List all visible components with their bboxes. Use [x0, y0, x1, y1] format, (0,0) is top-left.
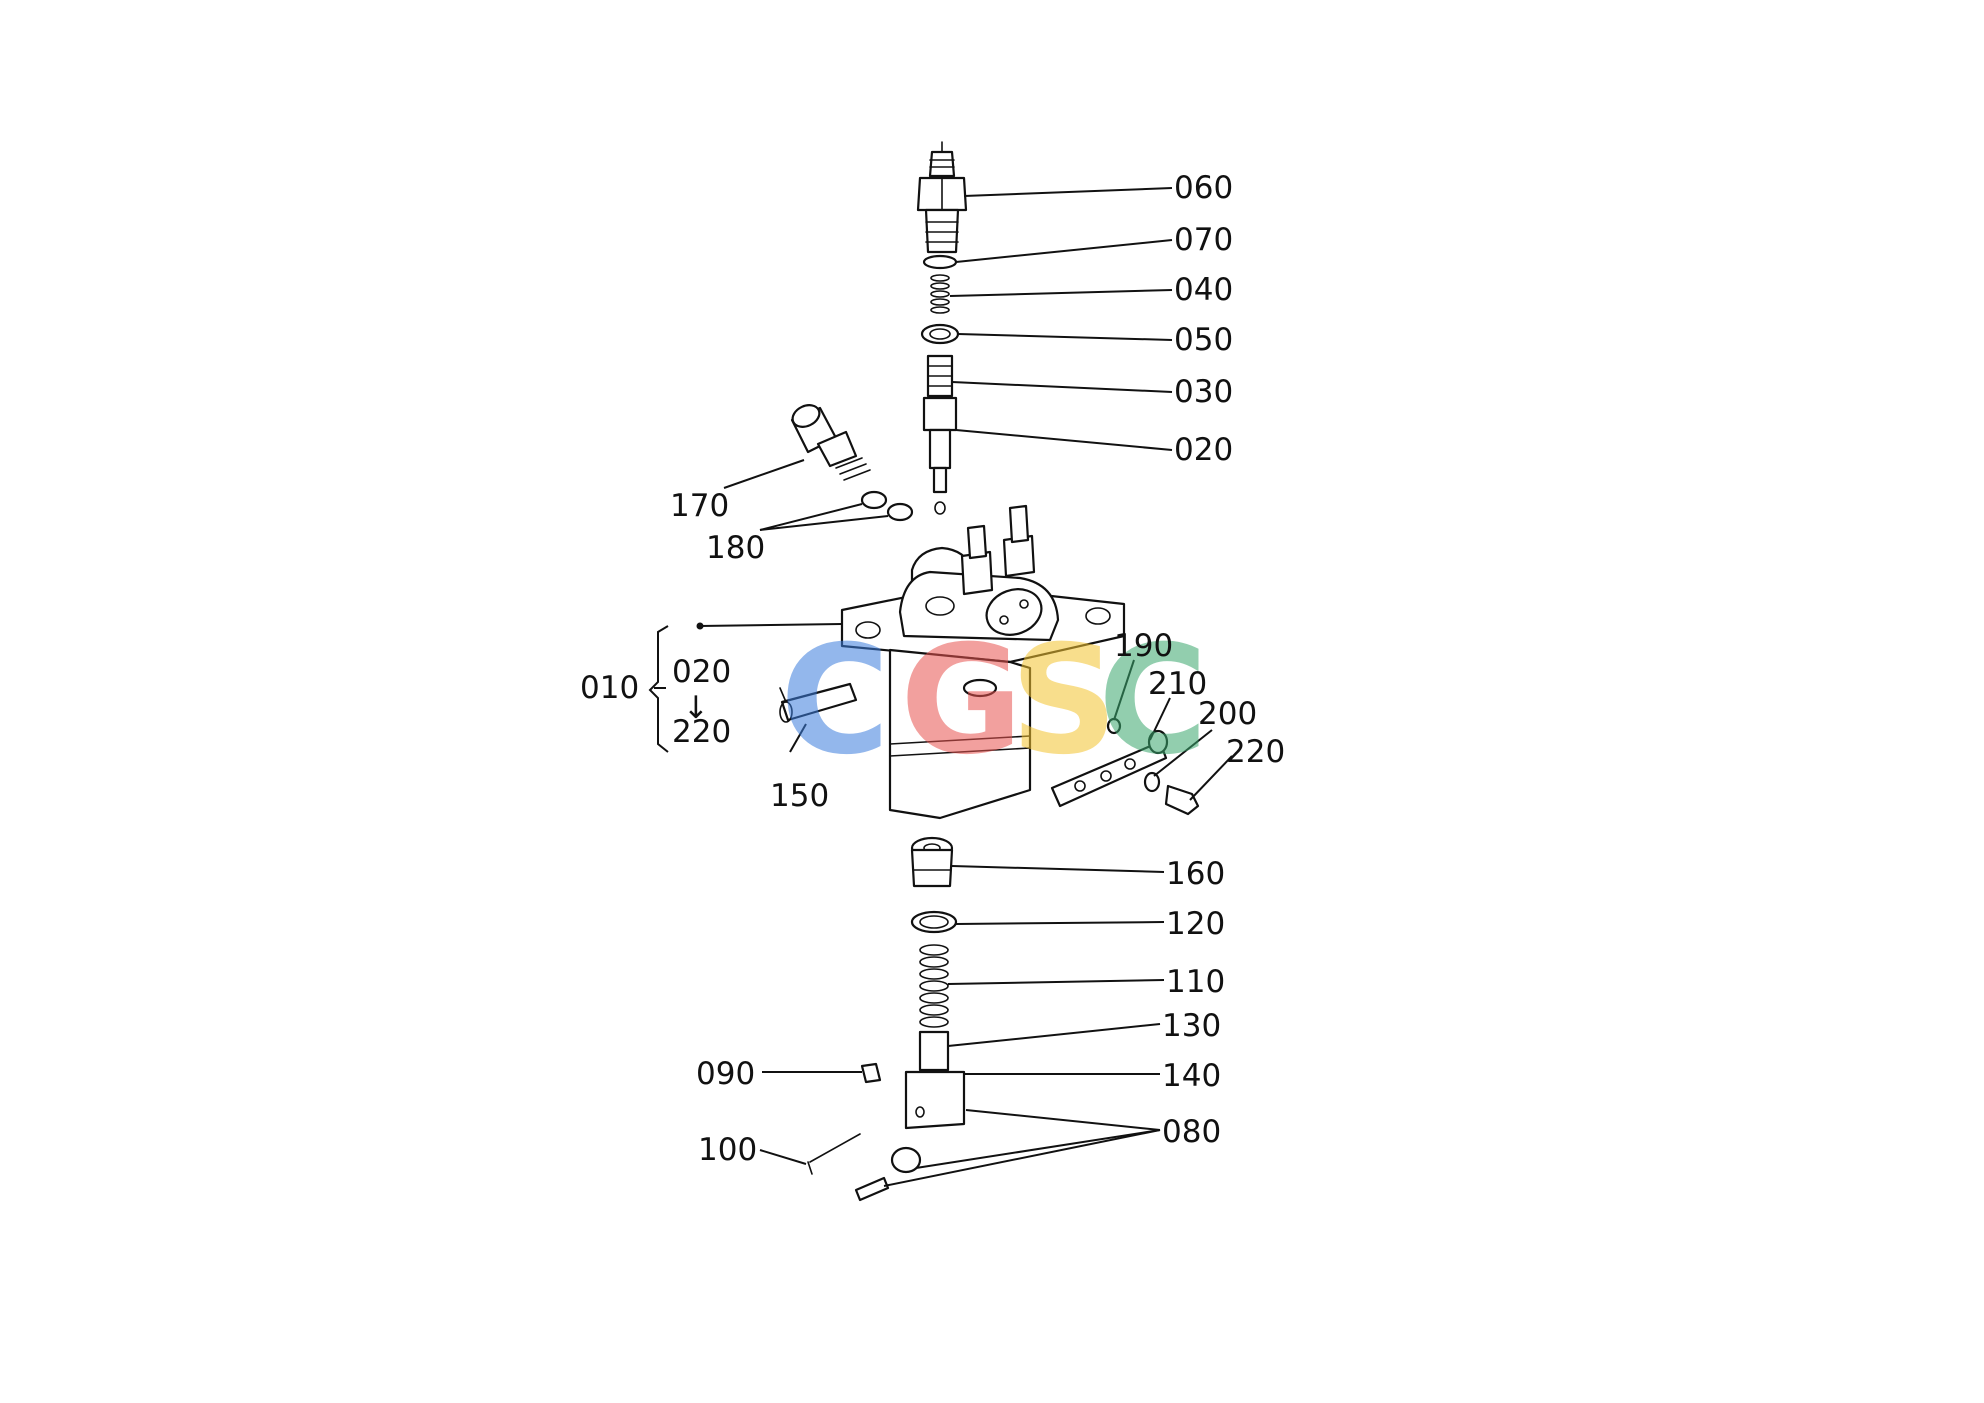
lower-seat-130 [918, 1030, 950, 1072]
leader-lines [654, 187, 1233, 1187]
assembly-brace [648, 625, 669, 753]
label-190: 190 [1114, 628, 1173, 664]
pump-drawing [779, 141, 1200, 1202]
label-150: 150 [770, 778, 829, 814]
watermark-letter-1: C [780, 614, 890, 788]
label-130: 130 [1162, 1008, 1221, 1044]
label-120: 120 [1166, 906, 1225, 942]
gasket-050 [920, 323, 960, 345]
tappet-160 [910, 836, 954, 888]
label-070: 070 [1174, 222, 1233, 258]
pin-100 [809, 1133, 861, 1163]
label-010-from: 020 [672, 654, 731, 690]
delivery-valve-holder [916, 141, 968, 254]
watermark-logo: C G S C [780, 614, 1208, 788]
label-030: 030 [1174, 374, 1233, 410]
label-010: 010 [580, 670, 639, 706]
label-200: 200 [1198, 696, 1257, 732]
plunger-spring-110 [919, 944, 949, 1028]
label-090: 090 [696, 1056, 755, 1092]
label-220: 220 [1226, 734, 1285, 770]
watermark-letter-4: C [1098, 614, 1208, 788]
label-100: 100 [698, 1132, 757, 1168]
pump-body-010 [840, 504, 1126, 820]
label-020: 020 [1174, 432, 1233, 468]
spring-040 [930, 274, 950, 314]
label-210: 210 [1148, 666, 1207, 702]
bolt-220 [1164, 784, 1200, 816]
label-040: 040 [1174, 272, 1233, 308]
banjo-fitting-170 [790, 404, 871, 481]
label-140: 140 [1162, 1058, 1221, 1094]
label-010-to: 220 [672, 714, 731, 750]
tappet-140 [904, 1070, 966, 1130]
label-060: 060 [1174, 170, 1233, 206]
watermark-letter-3: S [1010, 614, 1118, 788]
seat-120 [910, 910, 958, 934]
label-050: 050 [1174, 322, 1233, 358]
side-plate-210 [1050, 717, 1200, 816]
screw-090 [860, 1062, 882, 1084]
washer-200 [1143, 771, 1161, 793]
washer-180a [860, 490, 888, 510]
part-labels: 060 070 040 050 030 020 170 180 010 020 … [580, 170, 1285, 1168]
label-110: 110 [1166, 964, 1225, 1000]
label-180: 180 [706, 530, 765, 566]
o-ring-070 [922, 254, 958, 270]
label-080: 080 [1162, 1114, 1221, 1150]
plunger-barrel-020 [922, 396, 958, 515]
label-160: 160 [1166, 856, 1225, 892]
pin-150 [779, 682, 858, 723]
svg-text:↓: ↓ [683, 690, 709, 726]
label-170: 170 [670, 488, 729, 524]
delivery-valve-030 [926, 354, 954, 398]
washer-180b [886, 502, 914, 522]
roller-080 [890, 1146, 922, 1174]
watermark-letter-2: G [900, 614, 1023, 788]
